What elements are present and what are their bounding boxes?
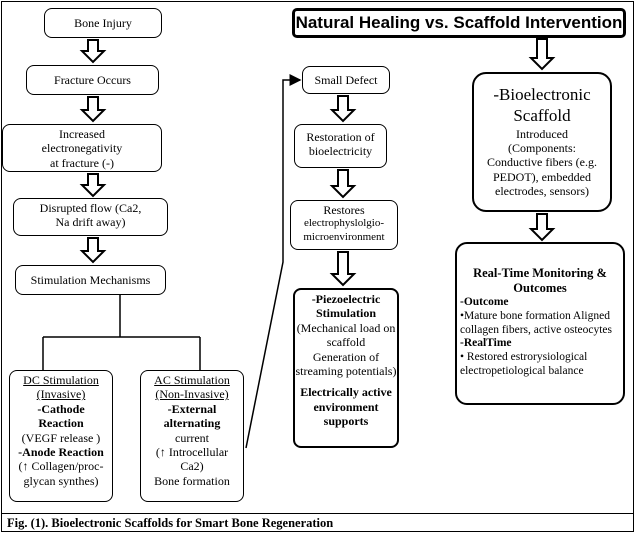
scaffold-detail-line-1: Introduced: [516, 126, 568, 141]
dc-stimulation-box: DC Stimulation (Invasive) -Cathode React…: [9, 370, 113, 502]
ac-detail-line-3: Ca2): [180, 459, 204, 474]
fracture-label: Fracture Occurs: [54, 72, 131, 87]
restoration-box: Restoration of bioelectricity: [294, 124, 387, 168]
cathode-line-1: -Cathode: [37, 401, 85, 416]
electronegativity-line-3: at fracture (-): [50, 155, 114, 170]
ac-subheading: (Non-Invasive): [155, 387, 229, 402]
piezo-footer-line-3: supports: [323, 414, 369, 429]
realtime-line-1: • Restored estrorysiological: [460, 351, 588, 364]
anode-detail-line-2: glycan synthes): [23, 473, 99, 488]
cathode-detail: (VEGF release ): [21, 430, 101, 445]
restores-box: Restores electrophyslolgio- microenviron…: [290, 200, 398, 250]
electronegativity-box: Increased electronegativity at fracture …: [2, 124, 162, 172]
block-arrow-fracture-to-electronegativity: [79, 96, 107, 123]
piezo-heading-line-2: Stimulation: [315, 306, 376, 321]
outcome-label: -Outcome: [460, 296, 509, 308]
disrupted-flow-box: Disrupted flow (Ca2, Na drift away): [13, 198, 168, 236]
scaffold-detail-line-3: Conductive fibers (e.g.: [487, 155, 597, 170]
small-defect-box: Small Defect: [302, 66, 390, 94]
bone-injury-label: Bone Injury: [74, 15, 132, 30]
block-arrow-defect-to-restoration: [329, 95, 357, 123]
realtime-label: -RealTime: [460, 337, 512, 350]
small-defect-label: Small Defect: [314, 72, 378, 87]
block-arrow-restoration-to-restores: [329, 169, 357, 199]
block-arrow-restores-to-piezo: [329, 251, 357, 287]
electronegativity-line-1: Increased: [59, 127, 105, 141]
realtime-line-2: electropetiological balance: [460, 364, 584, 377]
scaffold-detail-line-2: (Components:: [508, 140, 576, 155]
ac-detail-line-2: (↑ Introcellular: [155, 444, 229, 459]
fracture-box: Fracture Occurs: [26, 65, 159, 95]
block-arrow-electronegativity-to-flow: [79, 173, 107, 198]
scaffold-heading-line-1: -Bioelectronic: [493, 85, 591, 104]
ac-heading: AC Stimulation: [154, 373, 230, 387]
piezo-detail-line-4: streaming potentials): [295, 363, 397, 378]
restores-line-3: microenvironment: [303, 230, 385, 243]
restoration-line-2: bioelectricity: [308, 144, 373, 159]
block-arrow-flow-to-stimulation: [79, 237, 107, 264]
restores-line-1: Restores: [323, 203, 365, 217]
scaffold-heading-line-2: Scaffold: [513, 106, 571, 126]
external-line-2: alternating: [163, 416, 221, 431]
piezo-detail-line-1: (Mechanical load on: [296, 320, 396, 335]
anode-heading: -Anode Reaction: [18, 444, 104, 459]
restoration-line-1: Restoration of: [306, 130, 375, 144]
block-arrow-injury-to-fracture: [79, 39, 107, 64]
ac-detail-line-4: Bone formation: [154, 473, 230, 488]
disrupted-flow-line-1: Disrupted flow (Ca2,: [39, 201, 142, 215]
ac-detail-line-1: current: [175, 430, 209, 445]
restores-line-2: electrophyslolgio-: [303, 217, 385, 230]
anode-detail-line-1: (↑ Collagen/proc-: [18, 459, 104, 474]
dc-subheading: (Invasive): [36, 387, 86, 402]
ac-stimulation-box: AC Stimulation (Non-Invasive) -External …: [140, 370, 244, 502]
bone-injury-box: Bone Injury: [44, 8, 162, 38]
stimulation-mechanisms-label: Stimulation Mechanisms: [30, 272, 151, 287]
piezo-detail-line-2: scaffold: [326, 335, 366, 350]
electronegativity-line-2: electronegativity: [41, 141, 123, 156]
bioelectronic-scaffold-box: -Bioelectronic Scaffold Introduced (Comp…: [472, 72, 612, 212]
scaffold-detail-line-4: PEDOT), embedded: [493, 169, 591, 184]
diagram-title: Natural Healing vs. Scaffold Interventio…: [292, 8, 626, 38]
monitoring-heading-line-1: Real-Time Monitoring &: [473, 266, 607, 280]
piezoelectric-box: -Piezoelectric Stimulation (Mechanical l…: [293, 288, 399, 448]
caption-divider: [1, 513, 634, 514]
ac-to-defect-connector: [245, 74, 302, 449]
figure-caption: Fig. (1). Bioelectronic Scaffolds for Sm…: [7, 516, 334, 530]
block-arrow-title-to-scaffold: [528, 38, 556, 71]
piezo-footer-line-1: Electrically active: [300, 385, 392, 400]
stimulation-mechanisms-box: Stimulation Mechanisms: [15, 265, 166, 295]
piezo-detail-line-3: Generation of: [312, 349, 380, 364]
block-arrow-scaffold-to-monitoring: [528, 213, 556, 242]
piezo-footer-line-2: environment: [313, 399, 379, 414]
outcome-line-2: collagen fibers, active osteocytes: [460, 323, 612, 336]
monitoring-heading-line-2: Outcomes: [513, 281, 567, 295]
scaffold-detail-line-5: electrodes, sensors): [495, 184, 589, 199]
external-line-1: -External: [167, 401, 217, 416]
piezo-heading-line-1: -Piezoelectric: [311, 292, 381, 306]
cathode-line-2: Reaction: [38, 416, 84, 431]
branch-connector: [42, 293, 201, 370]
disrupted-flow-line-2: Na drift away): [55, 215, 126, 230]
outcome-line-1: •Mature bone formation Aligned: [460, 309, 610, 322]
dc-heading: DC Stimulation: [23, 373, 99, 387]
monitoring-box: Real-Time Monitoring & Outcomes -Outcome…: [455, 242, 625, 405]
